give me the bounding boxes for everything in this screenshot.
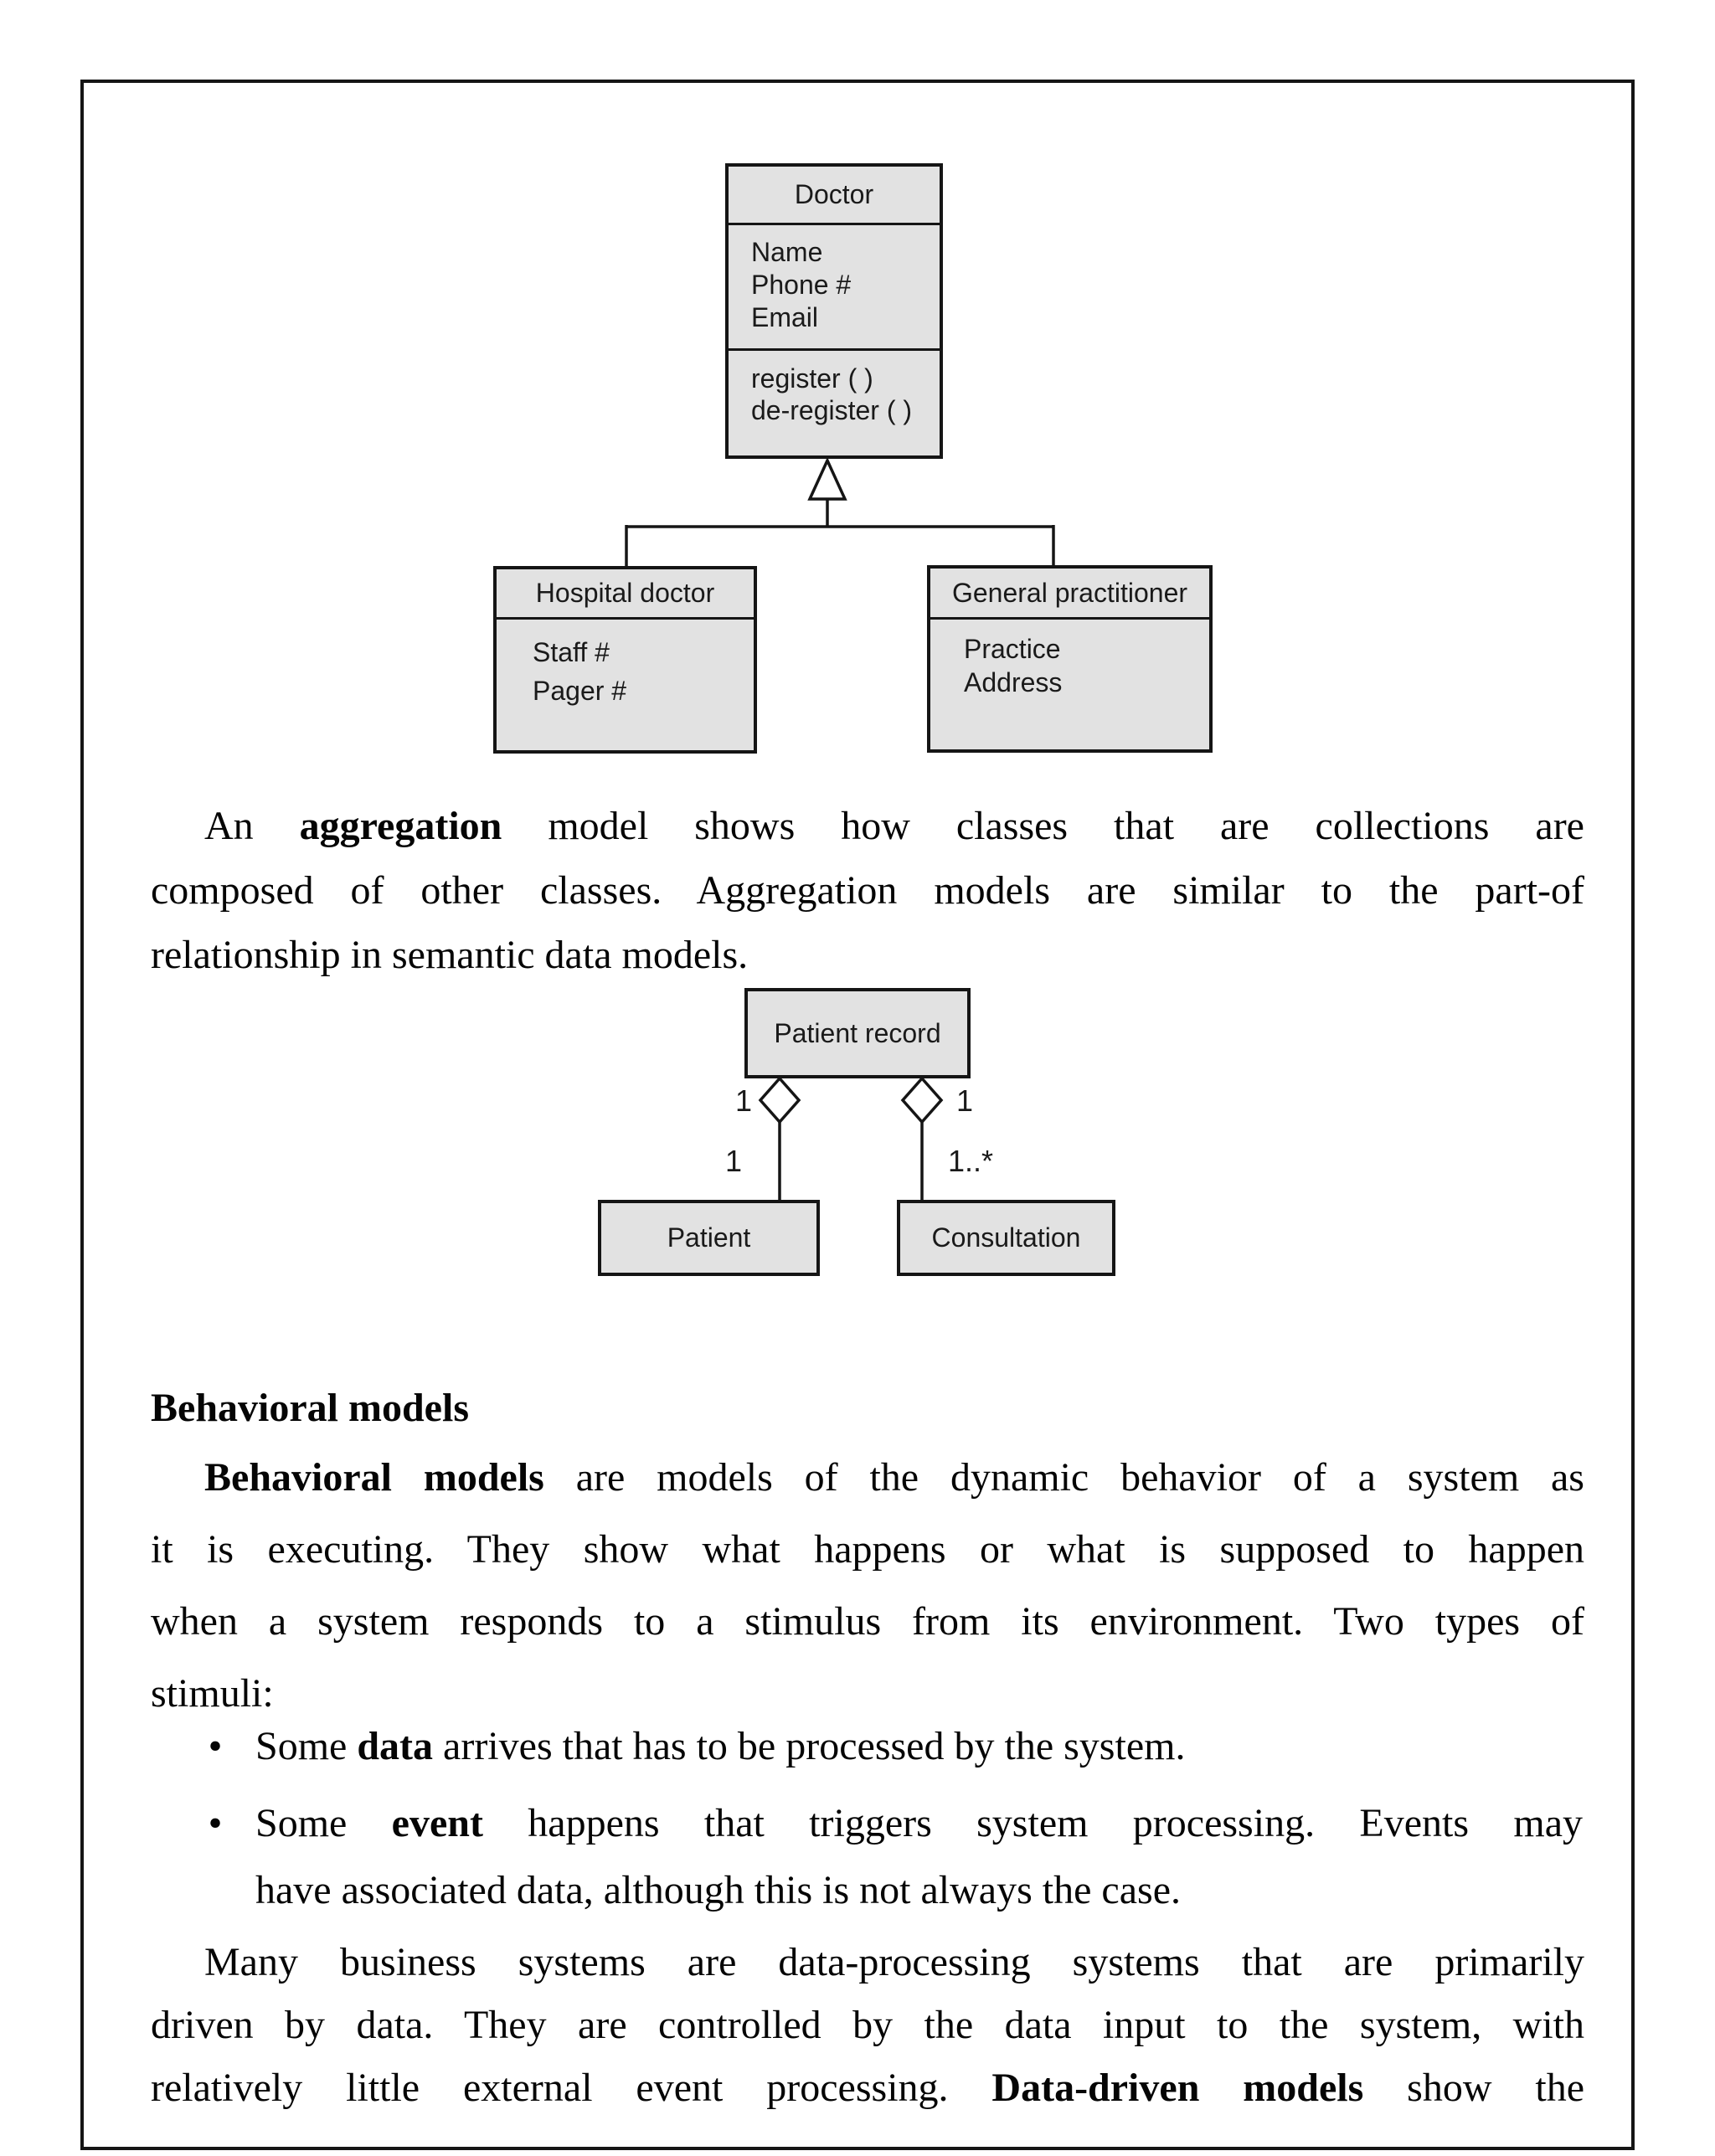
class-title: Doctor: [729, 167, 940, 225]
class-box-hospital-doctor: Hospital doctor Staff #Pager #: [493, 566, 757, 754]
class-operations: register ( )de-register ( ): [751, 363, 913, 425]
bullet-item-data: • Some data arrives that has to be proce…: [209, 1713, 1583, 1780]
class-title: Hospital doctor: [497, 569, 754, 620]
paragraph-behavioral-models: Behavioral models are models of the dyna…: [151, 1455, 1584, 1716]
class-attributes: Staff #Pager #: [533, 637, 627, 706]
aggregation-connector-left: [758, 1076, 801, 1201]
class-box-patient-record: Patient record: [744, 988, 971, 1078]
bullet-item-event: • Some event happens that triggers syste…: [209, 1790, 1583, 1924]
bullet-text: Some data arrives that has to be process…: [255, 1724, 1186, 1768]
multiplicity-left-lower: 1: [725, 1144, 743, 1178]
aggregation-connector-right: [900, 1076, 944, 1201]
aggregation-diamond-left-icon: [758, 1076, 801, 1124]
class-title: Consultation: [931, 1222, 1081, 1253]
generalization-triangle-icon: [807, 456, 847, 501]
class-box-consultation: Consultation: [897, 1200, 1115, 1276]
aggregation-diamond-right-icon: [900, 1076, 944, 1124]
section-heading-behavioral-models: Behavioral models: [151, 1386, 469, 1430]
generalization-arrow: [625, 456, 1055, 568]
bullet-text: Some event happens that triggers system …: [255, 1801, 1583, 1912]
class-title: General practitioner: [930, 569, 1209, 620]
bullet-icon: •: [208, 1801, 223, 1845]
multiplicity-left-upper: 1: [734, 1083, 752, 1118]
multiplicity-right-upper: 1: [956, 1083, 974, 1118]
class-box-patient: Patient: [598, 1200, 820, 1276]
class-title: Patient: [667, 1222, 751, 1253]
paragraph-aggregation: An aggregation model shows how classes t…: [151, 804, 1584, 977]
paragraph-data-driven: Many business systems are data-processin…: [151, 1940, 1585, 2110]
multiplicity-right-lower: 1..*: [948, 1144, 994, 1178]
bullet-icon: •: [208, 1724, 223, 1768]
page-border: [80, 80, 1635, 2150]
class-title: Patient record: [774, 1017, 941, 1048]
